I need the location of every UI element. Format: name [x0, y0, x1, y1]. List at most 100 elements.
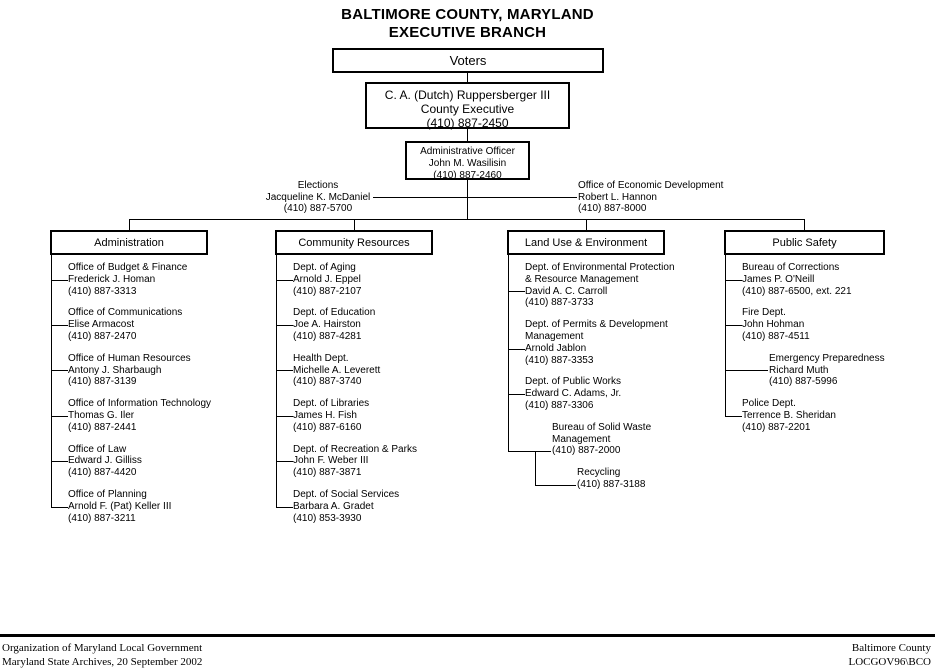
org-entry-title: Office of Law — [68, 443, 127, 455]
org-entry: Health Dept.Michelle A. Leverett(410) 88… — [275, 353, 505, 388]
tree-tick — [276, 325, 293, 326]
tree-tick — [725, 280, 742, 281]
admin-officer-phone: (410) 887-2460 — [433, 170, 502, 181]
org-entry-name: Thomas G. Iler — [68, 409, 135, 421]
org-entry-phone: (410) 887-3188 — [577, 478, 646, 490]
division-header-land-use-environment: Land Use & Environment — [507, 230, 665, 255]
org-entry-title: Dept. of Environmental Protection — [525, 262, 675, 273]
org-entry-phone: (410) 887-5996 — [769, 376, 838, 388]
economic-development-name: Robert L. Hannon — [578, 191, 657, 203]
footer-reference-line2: LOCGOV96\BCO — [848, 656, 931, 668]
footer-reference: Baltimore County LOCGOV96\BCO — [848, 641, 931, 669]
node-elections: Elections Jacqueline K. McDaniel (410) 8… — [248, 180, 388, 215]
tree-spine-level0 — [508, 255, 509, 394]
org-entry-title: Office of Information Technology — [68, 398, 212, 410]
org-entry-phone: (410) 887-3353 — [525, 354, 594, 366]
org-entry-phone: (410) 887-3313 — [68, 285, 137, 297]
footer-source-line2: Maryland State Archives, 20 September 20… — [2, 656, 203, 668]
org-entry-title: Dept. of Recreation & Parks — [293, 443, 417, 455]
org-entry-title: Health Dept. — [293, 352, 349, 364]
org-entry-name: Joe A. Hairston — [293, 319, 361, 331]
county-executive-role: County Executive — [420, 102, 515, 116]
org-entry-name: David A. C. Carroll — [525, 285, 608, 297]
org-entry-name: Arnold J. Eppel — [293, 273, 361, 285]
tree-tick — [725, 416, 742, 417]
node-administrative-officer: Administrative Officer John M. Wasilisin… — [405, 141, 530, 181]
org-entry-name: Arnold Jablon — [525, 342, 587, 354]
tree-spine-sub — [725, 325, 726, 370]
org-entry-title: Office of Human Resources — [68, 352, 191, 364]
connector-division-distribution-bar — [129, 219, 805, 220]
connector-drop-public-safety — [804, 219, 805, 230]
tree-tick — [508, 349, 525, 350]
tree-tick — [276, 370, 293, 371]
org-entry-phone: (410) 853-3930 — [293, 512, 362, 524]
tree-tick — [276, 416, 293, 417]
connector-elections-to-stem — [373, 197, 467, 198]
tree-tick — [725, 325, 742, 326]
org-entry-title: Dept. of Public Works — [525, 376, 621, 388]
tree-tick — [276, 461, 293, 462]
org-entry-phone: (410) 887-2470 — [68, 330, 137, 342]
tree-tick — [51, 507, 68, 508]
org-entry-phone: (410) 887-3306 — [525, 399, 594, 411]
economic-development-title: Office of Economic Development — [578, 180, 724, 191]
org-entry-title-cont: & Resource Management — [525, 273, 639, 285]
county-executive-phone: (410) 887-2450 — [426, 116, 509, 130]
division-header-public-safety: Public Safety — [724, 230, 885, 255]
tree-tick — [508, 291, 525, 292]
org-entry: Fire Dept.John Hohman(410) 887-4511 — [724, 307, 934, 342]
org-entry-title: Office of Communications — [68, 307, 183, 319]
division-header-administration: Administration — [50, 230, 208, 255]
connector-drop-community-resources — [354, 219, 355, 230]
tree-tick — [51, 370, 68, 371]
org-entry-name: Michelle A. Leverett — [293, 364, 381, 376]
connector-executive-to-admin-officer — [467, 129, 468, 141]
tree-spine-level0 — [51, 255, 52, 507]
admin-officer-name: John M. Wasilisin — [428, 158, 507, 169]
elections-name: Jacqueline K. McDaniel — [265, 191, 371, 203]
tree-tick — [51, 325, 68, 326]
org-entry-title-cont: Management — [552, 433, 611, 445]
tree-spine-sub — [535, 451, 536, 485]
connector-admin-officer-stem — [467, 180, 468, 219]
county-executive-name: C. A. (Dutch) Ruppersberger III — [384, 88, 551, 102]
tree-tick — [276, 280, 293, 281]
org-entry-title-cont: Management — [525, 330, 584, 342]
connector-voters-to-executive — [467, 73, 468, 82]
org-entry-phone: (410) 887-4281 — [293, 330, 362, 342]
org-entry-title: Bureau of Corrections — [742, 262, 840, 273]
org-entry-phone: (410) 887-2201 — [742, 421, 811, 433]
org-entry-phone: (410) 887-6500, ext. 221 — [742, 285, 852, 297]
tree-tick — [51, 280, 68, 281]
org-entry-name: John F. Weber III — [293, 455, 369, 467]
org-entry-phone: (410) 887-6160 — [293, 421, 362, 433]
org-entry-title: Fire Dept. — [742, 307, 786, 319]
org-entry-name: Elise Armacost — [68, 319, 135, 331]
page-title-line1: BALTIMORE COUNTY, MARYLAND — [341, 6, 594, 23]
org-entry-name: Edward C. Adams, Jr. — [525, 388, 622, 400]
org-entry-name: James H. Fish — [293, 409, 357, 421]
economic-development-phone: (410) 887-8000 — [578, 203, 647, 214]
org-entry-name: Arnold F. (Pat) Keller III — [68, 500, 172, 512]
org-entry-phone: (410) 887-3740 — [293, 376, 362, 388]
connector-econdev-to-stem — [467, 197, 577, 198]
org-entry: Police Dept.Terrence B. Sheridan(410) 88… — [724, 398, 934, 433]
org-entry-title: Emergency Preparedness — [769, 352, 885, 364]
org-entry-name: Antony J. Sharbaugh — [68, 364, 162, 376]
admin-officer-role: Administrative Officer — [420, 146, 515, 157]
tree-tick-sub — [535, 485, 576, 486]
org-entry-name: Barbara A. Gradet — [293, 500, 374, 512]
